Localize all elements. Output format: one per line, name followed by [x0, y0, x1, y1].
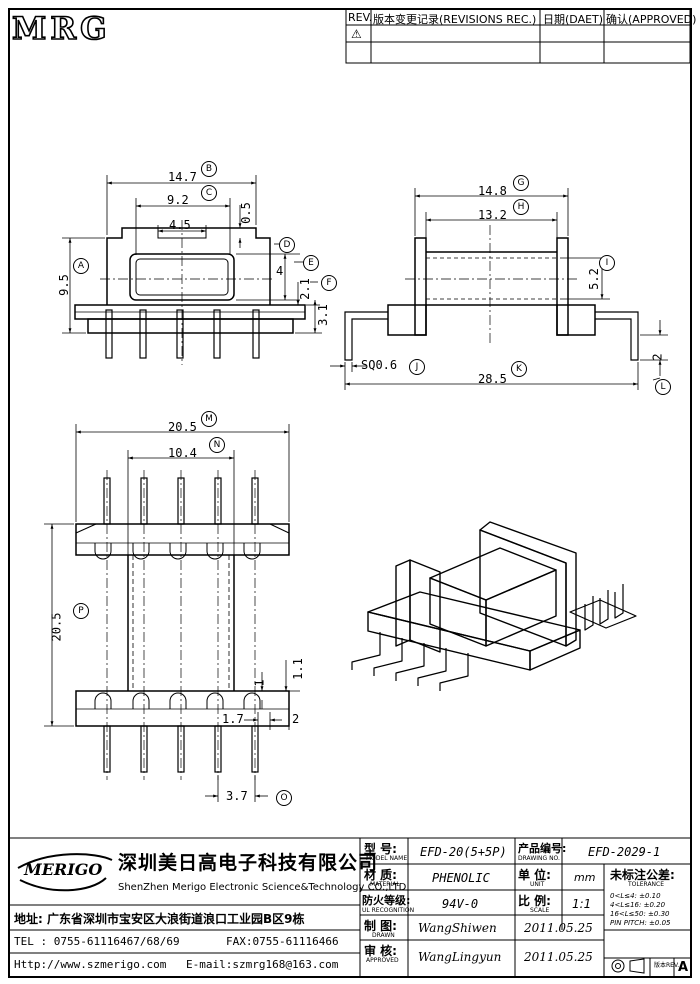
approved-date: 2011.05.25	[524, 950, 593, 964]
tol-row: 16<L≤50: ±0.30	[610, 910, 670, 918]
approved-value: WangLingyun	[418, 950, 502, 964]
tel: TEL : 0755-61116467/68/69	[14, 935, 180, 948]
drawn-label: 制 图:	[364, 919, 397, 933]
website-link[interactable]: Http://www.szmerigo.com	[14, 958, 167, 971]
unit-label: 单 位:	[518, 868, 551, 882]
callout-a: A	[73, 258, 89, 274]
address: 地址: 广东省深圳市宝安区大浪街道浪口工业园B区9栋	[14, 912, 305, 926]
callout-i: I	[599, 255, 615, 271]
callout-g: G	[513, 175, 529, 191]
merigo-brand: MERIGO	[24, 860, 103, 879]
revision-table	[345, 8, 691, 64]
dim-1-7: 1.7	[222, 712, 244, 726]
company-cn: 深圳美日高电子科技有限公司	[118, 852, 379, 874]
bottom-view	[75, 470, 290, 780]
callout-h: H	[513, 199, 529, 215]
drawing-label: 产品编号:	[518, 842, 567, 855]
dim-h: 13.2	[478, 208, 507, 222]
drawn-sub: DRAWN	[372, 932, 395, 939]
material-sub: MATERIAL	[370, 881, 400, 888]
tolerance-rows: 0<L≤4: ±0.10 4<L≤16: ±0.20 16<L≤50: ±0.3…	[610, 892, 671, 928]
front-view	[74, 220, 306, 365]
unit-value: mm	[574, 871, 596, 884]
dim-l: 2	[650, 353, 665, 361]
dim-o: 3.7	[226, 789, 248, 803]
date-label: 日期(DAET)	[543, 13, 604, 26]
callout-o: O	[276, 790, 292, 806]
approved-by-label: 审 核:	[364, 944, 397, 958]
callout-b: B	[201, 161, 217, 177]
callout-f: F	[321, 275, 337, 291]
scale-sub: SCALE	[530, 907, 550, 914]
callout-l: L	[655, 379, 671, 395]
tolerance-sub: TOLERANCE	[628, 881, 665, 888]
callout-c: C	[201, 185, 217, 201]
dim-2: 2	[292, 712, 300, 726]
title-block-grid	[8, 837, 692, 976]
warning-icon: ⚠	[351, 27, 362, 41]
rev-label: REV.	[348, 11, 373, 24]
dim-f: 2.1	[297, 278, 312, 300]
callout-j: J	[409, 359, 425, 375]
material-value: PHENOLIC	[432, 871, 490, 885]
callout-d: D	[279, 237, 295, 253]
fire-sub: UL RECOGNITION	[362, 907, 415, 914]
drawing-value: EFD-2029-1	[588, 845, 661, 859]
approved-label: 确认(APPROVED)	[606, 13, 697, 26]
callout-n: N	[209, 437, 225, 453]
callout-e: E	[303, 255, 319, 271]
fire-value: 94V-0	[442, 897, 479, 911]
dim-p1: 1	[252, 679, 267, 687]
model-value: EFD-20(5+5P)	[420, 845, 507, 859]
fax: FAX:0755-61116466	[226, 935, 339, 948]
tol-row: PIN PITCH: ±0.05	[610, 919, 671, 927]
dim-e: 4	[276, 264, 284, 278]
merigo-swoosh-icon	[17, 853, 113, 892]
approved-sub: APPROVED	[366, 957, 399, 964]
email-link[interactable]: E-mail:szmrg168@163.com	[186, 958, 339, 971]
callout-m: M	[201, 411, 217, 427]
iso-view	[351, 521, 637, 691]
side-dims	[330, 188, 668, 390]
bottom-dims	[44, 424, 300, 802]
scale-value: 1:1	[572, 897, 592, 911]
fire-label: 防火等级:	[362, 894, 411, 907]
dim-b: 14.7	[168, 170, 197, 184]
dim-c: 9.2	[167, 193, 189, 207]
dim-g: 14.8	[478, 184, 507, 198]
callout-k: K	[511, 361, 527, 377]
dim-j: SQ0.6	[361, 358, 398, 372]
mrg-logo: MRG	[11, 11, 111, 47]
company-en: ShenZhen Merigo Electronic Science&Techn…	[118, 882, 407, 893]
dim-n: 10.4	[168, 446, 197, 460]
revisions-label: 版本变更记录(REVISIONS REC.)	[373, 13, 537, 26]
callout-p: P	[73, 603, 89, 619]
version-value: A	[678, 960, 689, 975]
dim-p2: 1.1	[290, 658, 305, 680]
dim-f2: 3.1	[315, 304, 330, 326]
version-label: 版本REV.	[654, 962, 680, 969]
side-view	[344, 225, 639, 361]
tol-row: 0<L≤4: ±0.10	[610, 892, 661, 900]
scale-label: 比 例:	[518, 894, 551, 908]
dim-k: 28.5	[478, 372, 507, 386]
tolerance-label: 未标注公差:	[610, 868, 675, 882]
material-label: 材 质:	[364, 868, 397, 882]
tol-row: 4<L≤16: ±0.20	[610, 901, 666, 909]
drawing-sub: DRAWING NO.	[518, 855, 560, 862]
dim-c-inner: 4.5	[169, 218, 191, 232]
dim-c-top: 0.5	[238, 202, 253, 224]
dim-m: 20.5	[168, 420, 197, 434]
drawn-value: WangShiwen	[418, 921, 497, 935]
model-label: 型 号:	[364, 842, 397, 856]
unit-sub: UNIT	[530, 881, 545, 888]
dim-i: 5.2	[586, 268, 601, 290]
model-sub: MODEL NAME	[366, 855, 408, 862]
front-dims	[62, 175, 322, 334]
dim-a: 9.5	[56, 274, 71, 296]
dim-p: 20.5	[49, 612, 64, 642]
drawn-date: 2011.05.25	[524, 921, 593, 935]
